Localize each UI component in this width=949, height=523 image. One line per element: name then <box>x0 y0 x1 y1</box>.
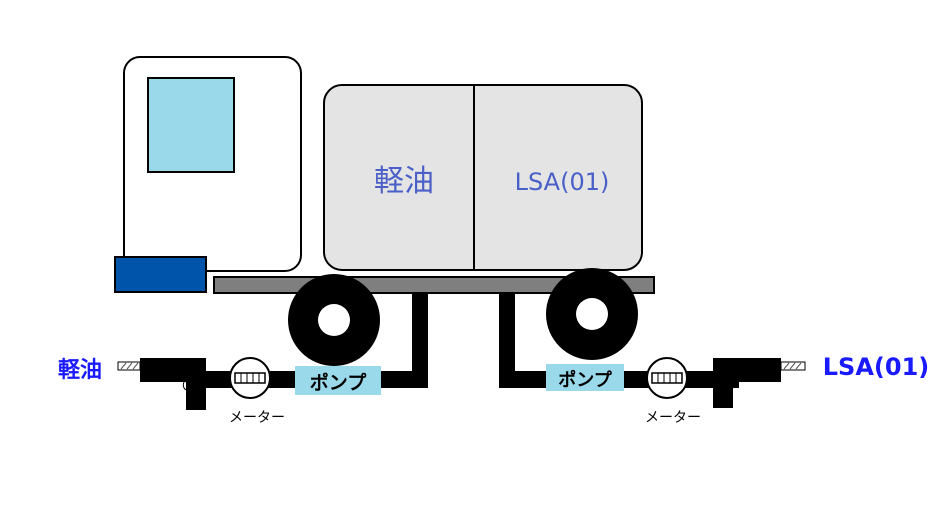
left-pipe-vertical <box>412 292 428 388</box>
left-valve-curve <box>182 379 187 391</box>
left-discharge-line: ポンプ メーター 軽油 <box>58 292 428 426</box>
left-outlet-label: 軽油 <box>58 357 102 383</box>
left-pump-box <box>295 366 381 395</box>
tank: 軽油 LSA(01) <box>323 84 643 271</box>
front-wheel <box>288 274 380 366</box>
left-pump-label: ポンプ <box>310 371 367 394</box>
cab-window <box>147 77 235 173</box>
right-valve-stem <box>713 370 733 408</box>
truck-cab <box>114 56 302 293</box>
left-meter-label: メーター <box>229 410 285 426</box>
right-outlet-label: LSA(01) <box>823 353 930 381</box>
cab-bumper <box>114 256 207 293</box>
right-discharge-line: ポンプ メーター LSA(01) <box>499 292 929 426</box>
left-meter-gauge <box>229 357 271 399</box>
rear-wheel <box>546 268 638 360</box>
tank-right-label: LSA(01) <box>515 168 610 196</box>
right-pump-box <box>546 364 624 391</box>
left-valve-stem <box>186 370 206 410</box>
tank-body <box>323 84 643 271</box>
right-pipe-vertical <box>499 292 515 388</box>
right-pump-label: ポンプ <box>558 369 612 391</box>
right-meter-gauge <box>646 357 688 399</box>
right-meter-label: メーター <box>645 410 701 426</box>
tank-left-label: 軽油 <box>374 164 434 199</box>
right-valve-curve <box>732 377 737 389</box>
